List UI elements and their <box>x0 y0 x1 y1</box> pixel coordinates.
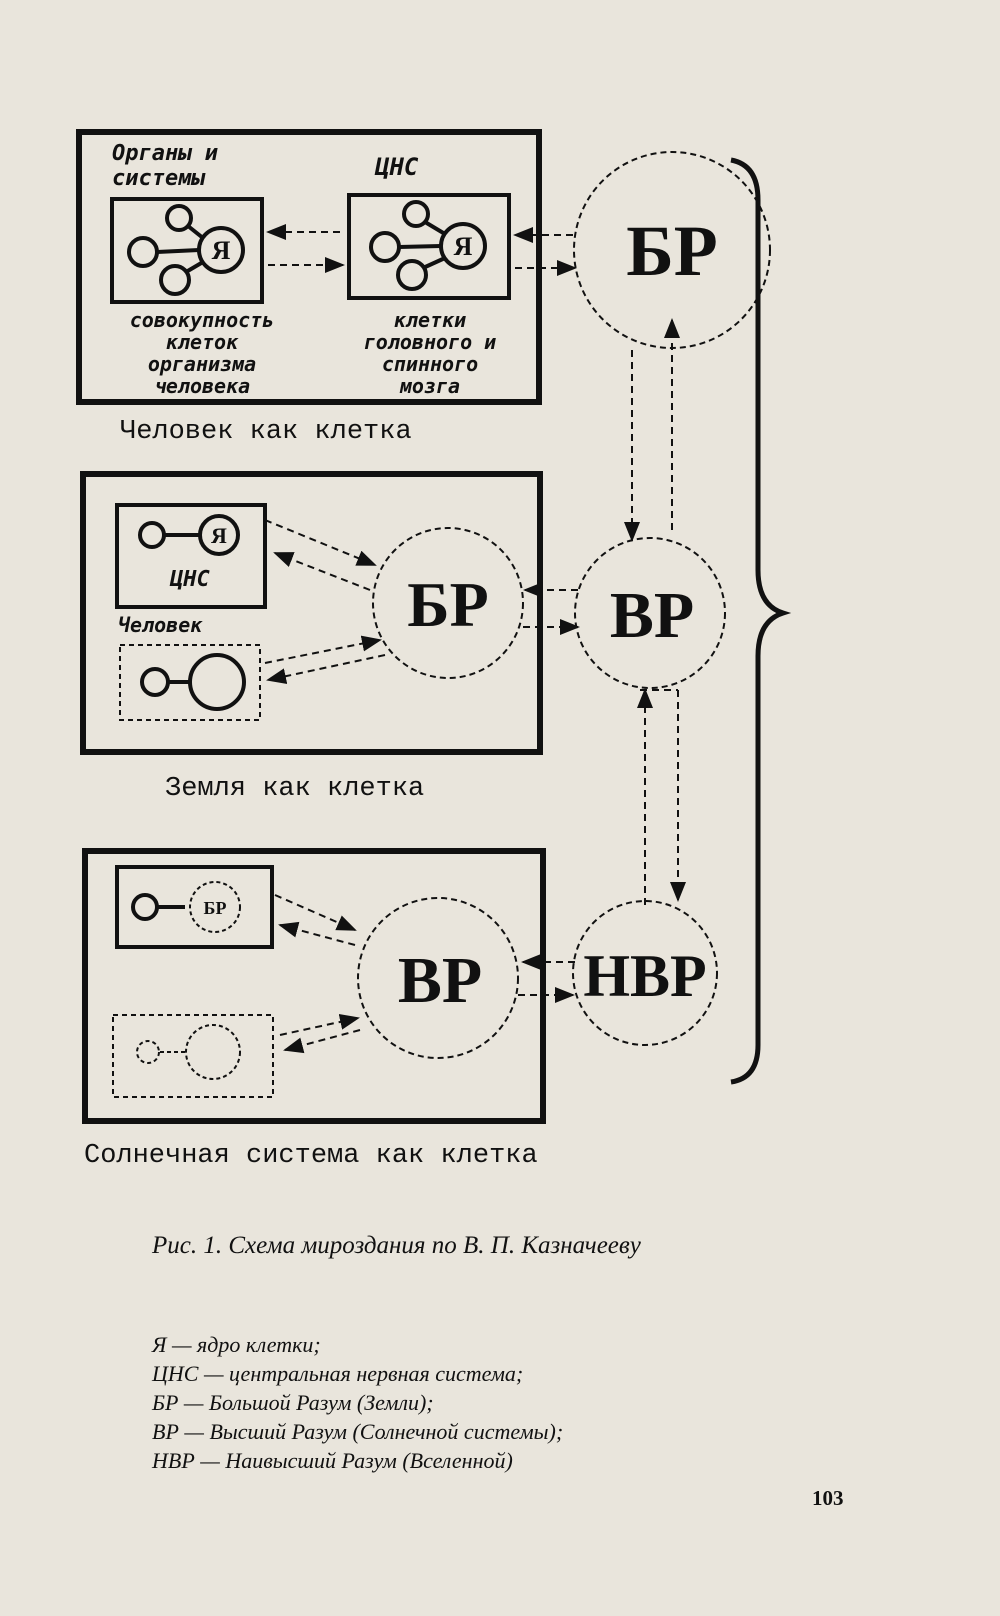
cns-label: ЦНС <box>374 153 419 181</box>
nvr-node <box>572 900 718 1046</box>
human-cell-title: Человек как клетка <box>120 417 412 447</box>
vr-node-solar-label: ВР <box>398 944 482 1017</box>
cns-desc: мозга <box>399 374 460 398</box>
organs-label-1: Органы и <box>112 141 218 166</box>
br-node-earth-label: БР <box>407 569 488 640</box>
solar-cell-box <box>82 848 546 1124</box>
earth-inner-dashed-box <box>112 1014 274 1098</box>
cns-desc: спинного <box>382 352 478 376</box>
figure-caption: Рис. 1. Схема мироздания по В. П. Казнач… <box>152 1232 641 1259</box>
earth-inner-box <box>115 865 274 949</box>
vr-node-solar <box>357 897 519 1059</box>
legend-item: БР — Большой Разум (Земли); <box>152 1390 434 1415</box>
inner-br-label: БР <box>204 898 227 918</box>
curly-brace <box>730 157 792 1085</box>
legend-item: ВР — Высший Разум (Солнечной системы); <box>152 1419 564 1444</box>
cns-person-box <box>115 503 267 609</box>
nucleus-label: Я <box>454 232 473 261</box>
organs-box <box>110 197 264 304</box>
vr-node-main-label: ВР <box>610 579 694 652</box>
legend: Я — ядро клетки; ЦНС — центральная нервн… <box>152 1330 563 1475</box>
br-node-top-label: БР <box>626 211 718 291</box>
earth-cell-title: Земля как клетка <box>165 774 424 804</box>
human-label: Человек <box>118 613 203 637</box>
vr-node-main <box>574 537 726 689</box>
organs-label-2: системы <box>112 166 206 191</box>
cns-desc: клетки <box>394 308 466 332</box>
cns-cell-icon <box>369 200 487 291</box>
legend-item: НВР — Наивысший Разум (Вселенной) <box>152 1448 513 1473</box>
legend-item: Я — ядро клетки; <box>152 1332 321 1357</box>
organs-desc: клеток <box>166 330 239 354</box>
page-number: 103 <box>812 1486 844 1510</box>
organs-desc: человека <box>154 374 250 398</box>
organs-desc: организма <box>148 352 256 376</box>
organs-cell-icon <box>127 204 245 296</box>
br-node-earth <box>372 527 524 679</box>
cns-box <box>347 193 511 300</box>
organs-desc: совокупность <box>130 308 275 332</box>
nucleus-label: Я <box>212 236 231 265</box>
earth-cell-box <box>80 471 543 755</box>
cns-label: ЦНС <box>169 567 210 592</box>
solar-cell-title: Солнечная система как клетка <box>84 1141 538 1171</box>
legend-item: ЦНС — центральная нервная система; <box>152 1361 524 1386</box>
nvr-node-label: НВР <box>583 943 706 1009</box>
cns-desc: головного и <box>364 330 496 354</box>
nucleus-label: Я <box>211 523 227 548</box>
